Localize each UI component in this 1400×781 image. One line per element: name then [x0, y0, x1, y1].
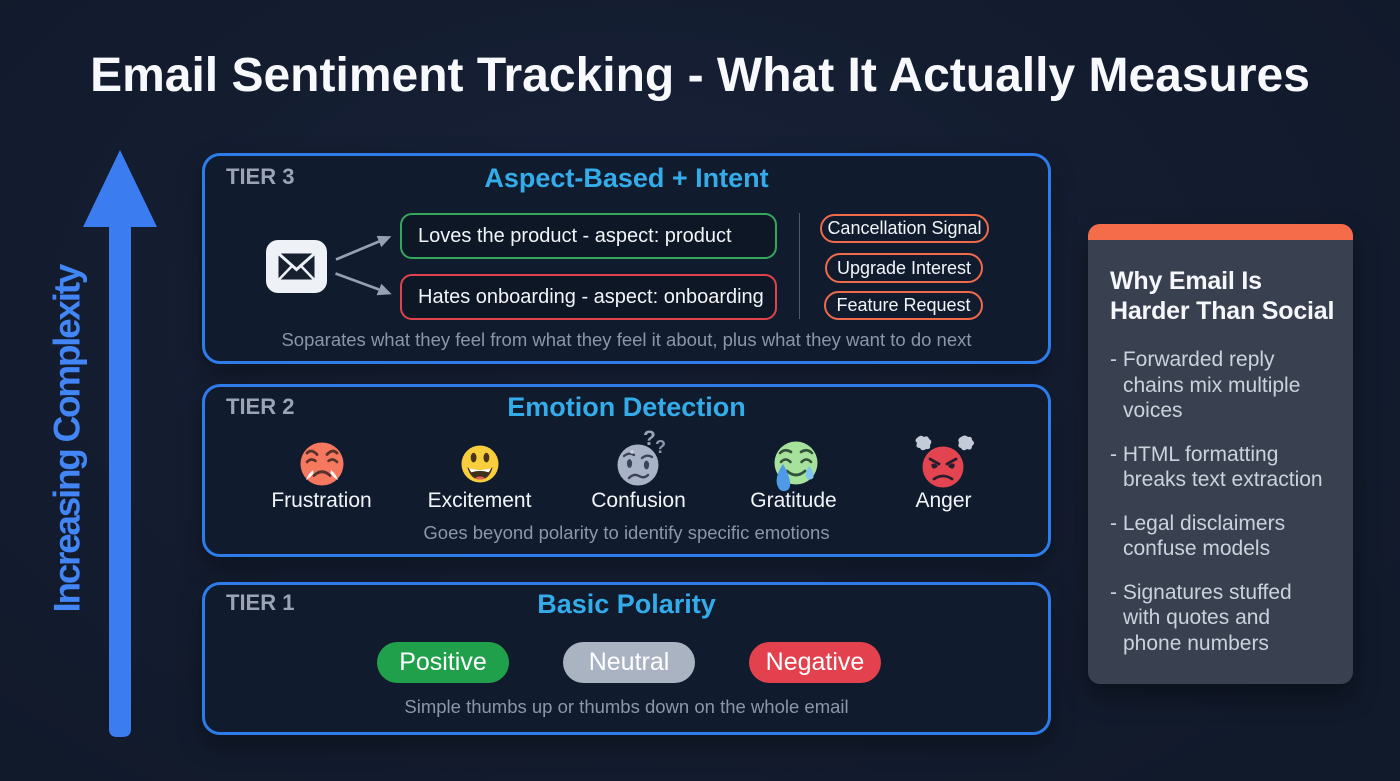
- svg-text:?: ?: [655, 437, 666, 457]
- svg-text:?: ?: [643, 427, 656, 450]
